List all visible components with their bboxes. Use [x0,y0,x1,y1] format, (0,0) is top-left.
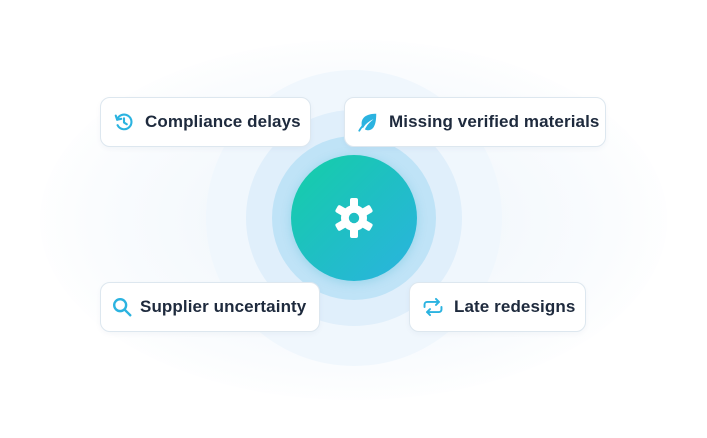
gear-icon [335,198,373,238]
challenge-label: Compliance delays [145,112,301,131]
challenge-label: Supplier uncertainty [140,297,307,316]
challenge-card-compliance-delays: Compliance delays [100,97,311,147]
challenge-card-late-redesigns: Late redesigns [409,282,586,332]
history-icon [113,111,135,133]
refresh-icon [422,296,444,318]
challenge-card-missing-verified-materials: Missing verified materials [344,97,606,147]
challenge-label: Missing verified materials [389,112,600,131]
challenge-card-supplier-uncertainty: Supplier uncertainty [100,282,320,332]
search-icon [111,296,133,318]
challenge-label: Late redesigns [454,297,576,316]
central-hub [291,155,417,281]
leaf-icon [357,111,379,133]
